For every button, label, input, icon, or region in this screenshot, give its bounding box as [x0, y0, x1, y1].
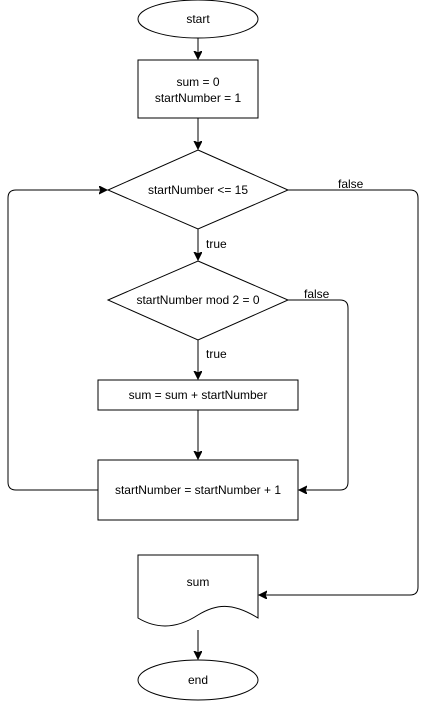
loop-condition-label: startNumber <= 15 — [148, 183, 248, 197]
output-label: sum — [187, 575, 210, 589]
init-process: sum = 0 startNumber = 1 — [137, 59, 259, 119]
increment-step-label: startNumber = startNumber + 1 — [115, 483, 281, 497]
edge-mod-false — [288, 299, 349, 490]
output-document: sum — [137, 554, 259, 627]
edge-loop-false — [259, 189, 419, 595]
start-terminator: start — [137, 0, 259, 39]
init-sum-label: sum = 0 — [176, 75, 219, 89]
loop-condition-decision: startNumber <= 15 — [106, 149, 290, 230]
mod-true-label: true — [206, 347, 227, 361]
start-label: start — [186, 12, 210, 26]
mod-condition-decision: startNumber mod 2 = 0 — [106, 260, 290, 341]
mod-false-label: false — [304, 287, 330, 301]
increment-process: startNumber = startNumber + 1 — [97, 459, 299, 521]
loop-true-label: true — [206, 237, 227, 251]
mod-condition-label: startNumber mod 2 = 0 — [136, 293, 259, 307]
add-step-label: sum = sum + startNumber — [129, 388, 268, 402]
loop-false-label: false — [338, 177, 364, 191]
edge-loop-back — [7, 190, 107, 491]
end-terminator: end — [137, 659, 259, 701]
add-process: sum = sum + startNumber — [97, 379, 299, 411]
init-startnumber-label: startNumber = 1 — [155, 91, 242, 105]
end-label: end — [188, 673, 208, 687]
